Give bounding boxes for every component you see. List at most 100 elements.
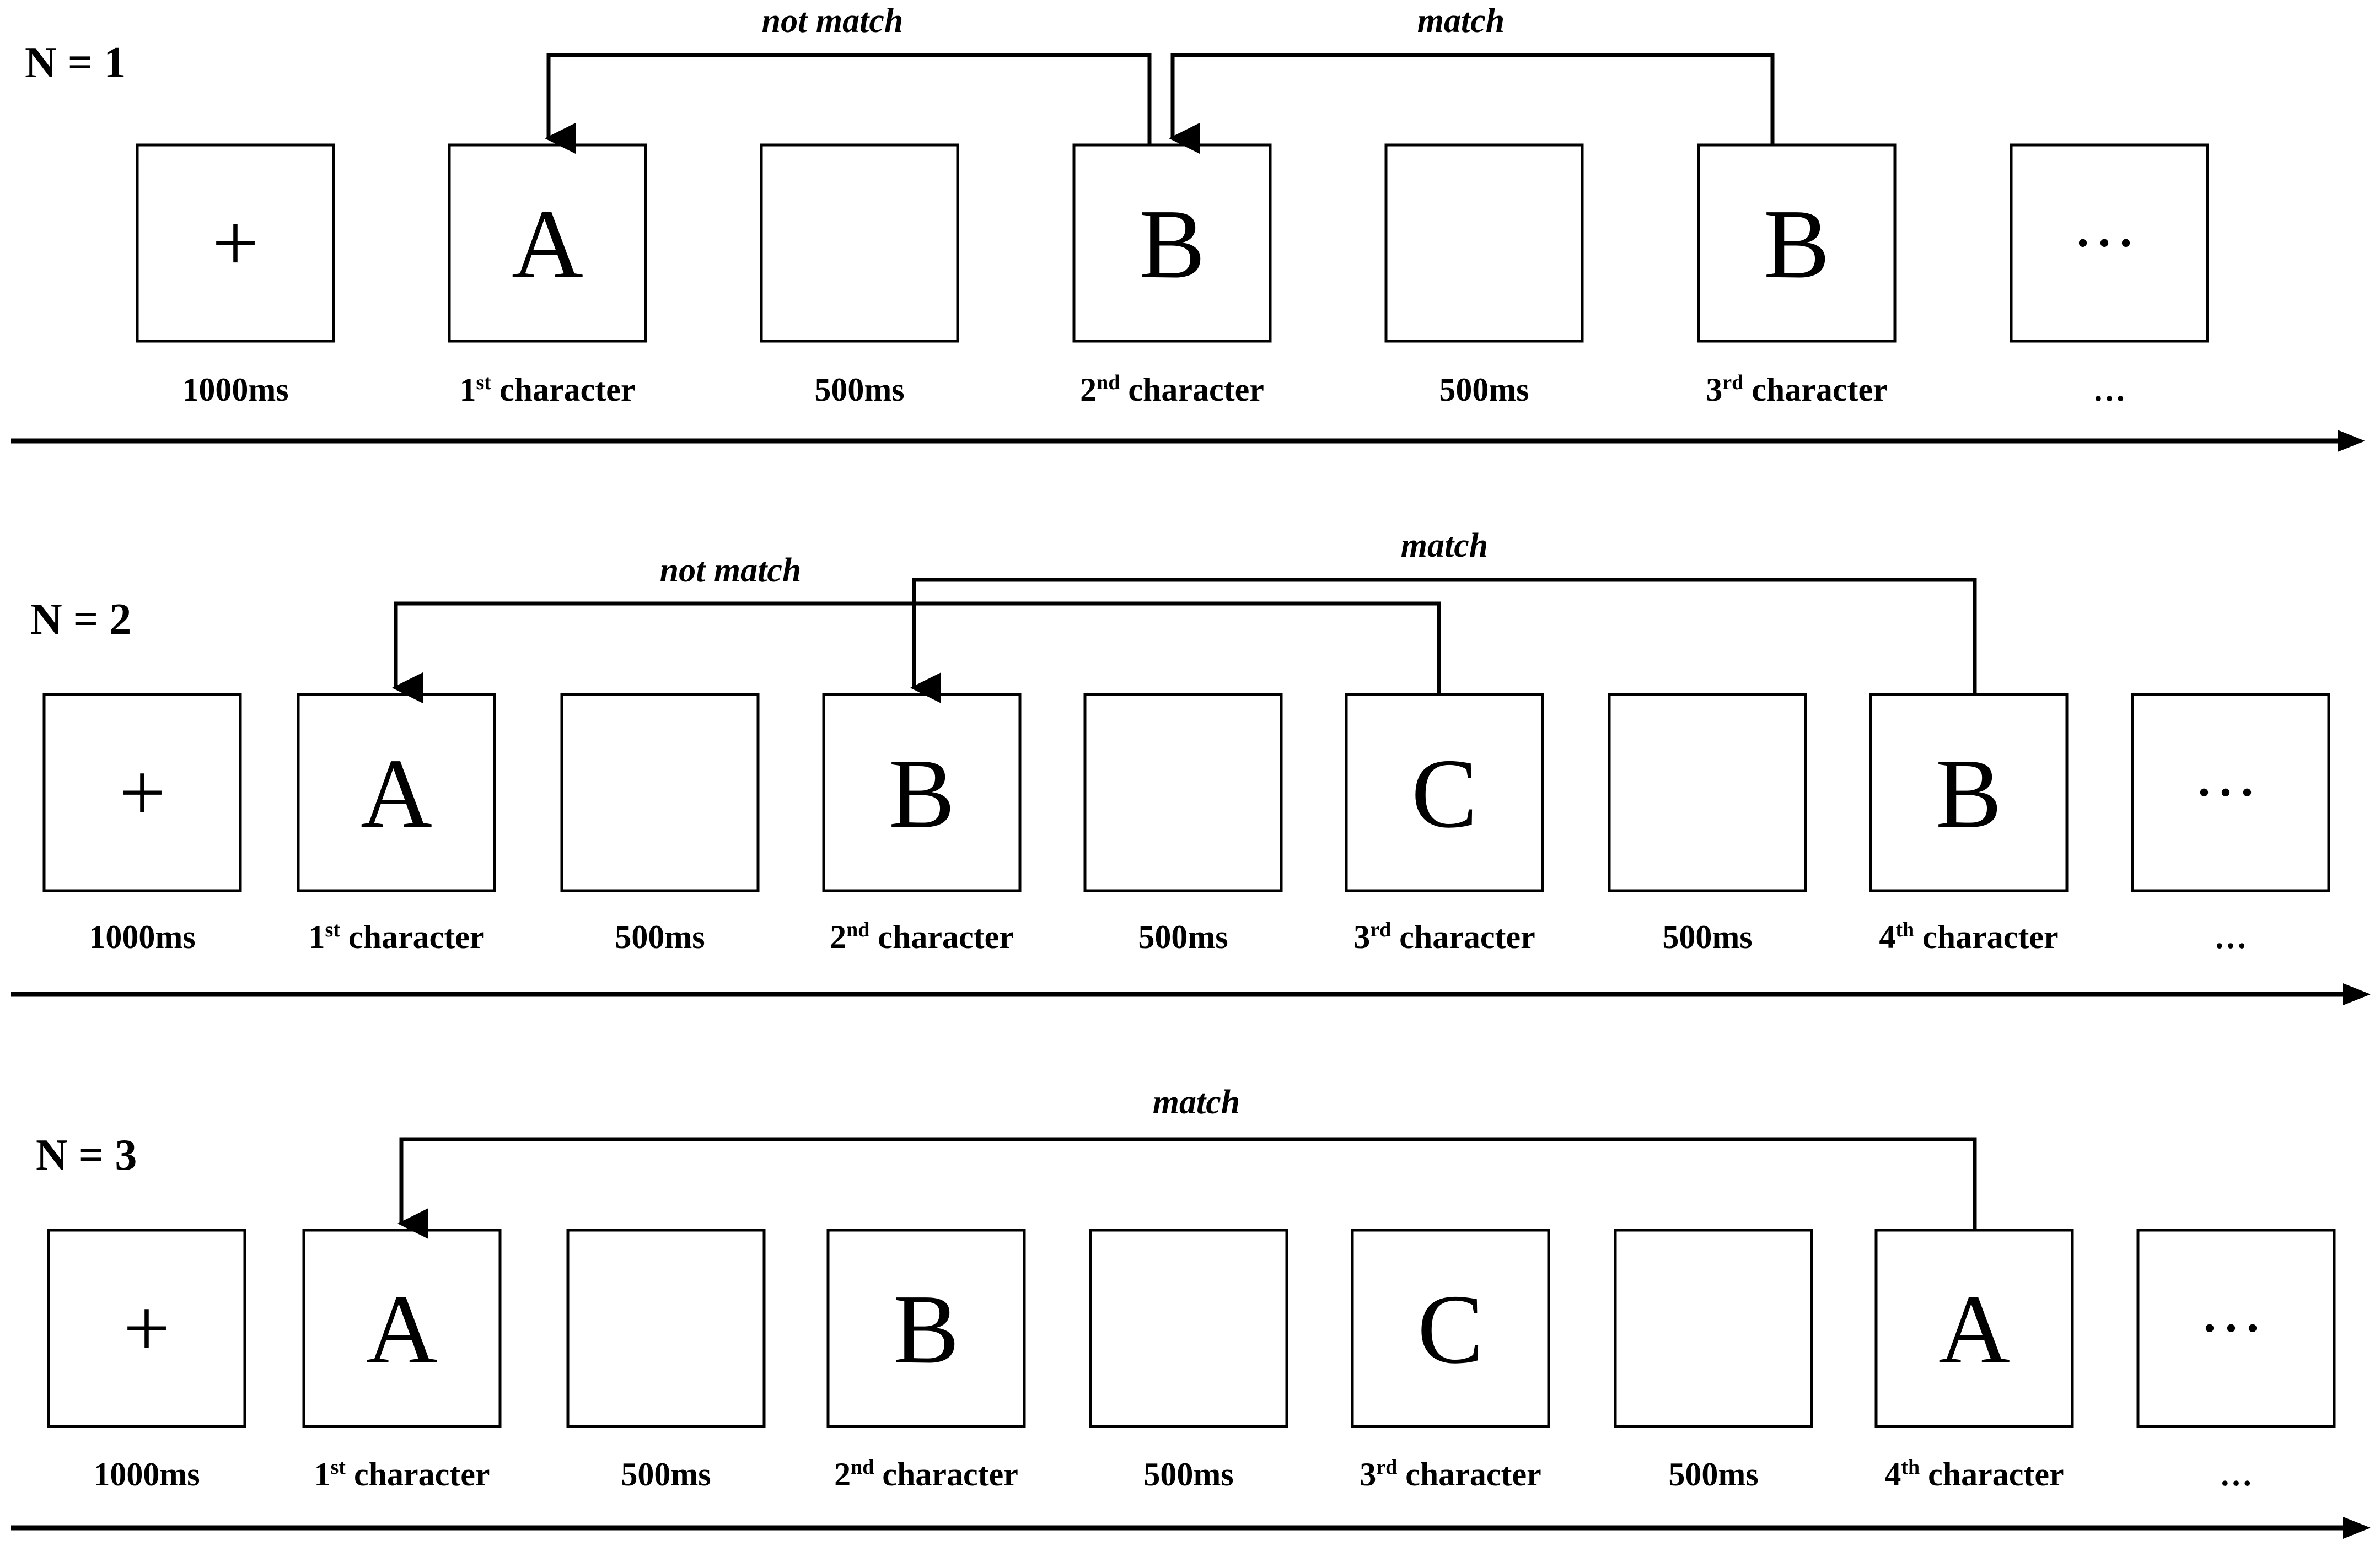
stimulus-letter: B xyxy=(1764,189,1830,299)
frame-box xyxy=(136,143,335,343)
frame-caption: 500ms xyxy=(814,371,904,408)
stimulus-letter: A xyxy=(512,189,583,299)
link-label: match xyxy=(1417,2,1505,40)
timeline-arrow xyxy=(11,983,2371,1005)
stimulus-frame: 500ms xyxy=(1614,1229,1813,1493)
link-label: match xyxy=(1401,527,1488,564)
frame-caption: 500ms xyxy=(1143,1456,1233,1493)
link-label: not match xyxy=(762,2,904,40)
stimulus-letter: B xyxy=(893,1274,959,1384)
stimulus-letter: B xyxy=(1936,739,2002,848)
frame-caption: 4th character xyxy=(1879,918,2058,955)
stimulus-frame: C 3rd character xyxy=(1351,1229,1550,1493)
stimulus-letter: C xyxy=(1411,739,1478,848)
stimulus-frame: •••… xyxy=(2010,143,2209,408)
fixation-cross: + xyxy=(123,1283,170,1374)
stimulus-frame: ••• … xyxy=(2136,1229,2336,1493)
stimulus-frame: B 2nd character xyxy=(1072,143,1272,408)
frame-box xyxy=(1345,693,1544,892)
stimulus-letter: C xyxy=(1417,1274,1484,1384)
frame-caption: 500ms xyxy=(1138,919,1228,955)
frame-box xyxy=(42,693,242,892)
fixation-cross: + xyxy=(212,197,259,289)
timeline-arrow xyxy=(11,1517,2371,1539)
stimulus-frame: 500ms xyxy=(560,693,760,955)
link-bracket xyxy=(1169,53,1775,154)
frame-box xyxy=(1089,1229,1288,1428)
stimulus-frame: +1000ms xyxy=(136,143,335,408)
ellipsis-glyph: ••• xyxy=(2077,225,2141,261)
fixation-cross: + xyxy=(119,747,166,838)
frame-box xyxy=(2131,693,2330,892)
frame-caption: 1000ms xyxy=(89,919,195,955)
frame-box xyxy=(1874,1229,2074,1428)
frame-caption: 1st character xyxy=(314,1456,490,1493)
comparison-link: not match xyxy=(392,552,1441,703)
frame-caption: 500ms xyxy=(1439,371,1529,408)
frame-box xyxy=(2136,1229,2336,1428)
frame-box xyxy=(822,693,1022,892)
stimulus-letter: A xyxy=(366,1274,438,1384)
stimulus-frame: 500ms xyxy=(566,1229,766,1493)
stimulus-frame: A 4th character xyxy=(1874,1229,2074,1493)
panel-label: N = 3 xyxy=(36,1131,137,1179)
frame-caption: 1st character xyxy=(460,371,636,408)
stimulus-frame: +1000ms xyxy=(47,1229,246,1493)
frame-box xyxy=(297,693,496,892)
frame-box xyxy=(1083,693,1283,892)
frame-box xyxy=(1614,1229,1813,1428)
link-bracket xyxy=(910,578,1977,703)
stimulus-frame: 500ms xyxy=(760,143,959,408)
stimulus-frame: 500ms xyxy=(1083,693,1283,955)
timeline-arrowhead xyxy=(2343,1517,2371,1539)
stimulus-frame: B 2nd character xyxy=(826,1229,1026,1493)
frame-caption: 3rd character xyxy=(1706,371,1888,408)
ellipsis-glyph: ••• xyxy=(2204,1310,2268,1346)
frame-box xyxy=(2010,143,2209,343)
panel-label: N = 2 xyxy=(30,595,131,644)
timeline-arrowhead xyxy=(2343,983,2371,1005)
frame-caption: … xyxy=(2220,1456,2253,1493)
link-bracket xyxy=(397,1137,1977,1239)
stimulus-frame: A 1st character xyxy=(448,143,647,408)
frame-box xyxy=(1608,693,1807,892)
comparison-link: not match xyxy=(545,2,1152,154)
stimulus-frame: B 3rd character xyxy=(1697,143,1897,408)
link-bracket xyxy=(545,53,1152,154)
frame-box xyxy=(302,1229,502,1428)
comparison-link: match xyxy=(910,527,1977,703)
timeline-arrowhead xyxy=(2338,430,2365,452)
frame-caption: 1000ms xyxy=(93,1456,200,1493)
stimulus-letter: A xyxy=(361,739,432,848)
link-label: match xyxy=(1153,1084,1240,1121)
stimulus-letter: A xyxy=(1938,1274,2010,1384)
frame-caption: 500ms xyxy=(1668,1456,1758,1493)
frame-box xyxy=(566,1229,766,1428)
frame-caption: 500ms xyxy=(615,919,705,955)
frame-box xyxy=(826,1229,1026,1428)
frame-caption: 500ms xyxy=(621,1456,711,1493)
frame-caption: 500ms xyxy=(1662,919,1752,955)
ellipsis-glyph: ••• xyxy=(2198,774,2263,811)
stimulus-letter: B xyxy=(1139,189,1205,299)
frame-box xyxy=(760,143,959,343)
frame-caption: 2nd character xyxy=(830,918,1014,955)
stimulus-frame: 500ms xyxy=(1089,1229,1288,1493)
timeline-arrow xyxy=(11,430,2365,452)
frame-caption: 2nd character xyxy=(1080,371,1264,408)
frame-caption: 3rd character xyxy=(1360,1456,1541,1493)
frame-caption: 3rd character xyxy=(1353,918,1535,955)
frame-caption: 2nd character xyxy=(834,1456,1018,1493)
frame-box xyxy=(448,143,647,343)
panel-n3: N = 3 +1000ms A 1st character 500ms B 2nd char… xyxy=(11,1084,2371,1539)
frame-caption: 4th character xyxy=(1884,1456,2064,1493)
link-label: not match xyxy=(660,552,802,589)
frame-caption: … xyxy=(2214,919,2247,955)
frame-box xyxy=(1697,143,1897,343)
stimulus-frame: 500ms xyxy=(1384,143,1584,408)
